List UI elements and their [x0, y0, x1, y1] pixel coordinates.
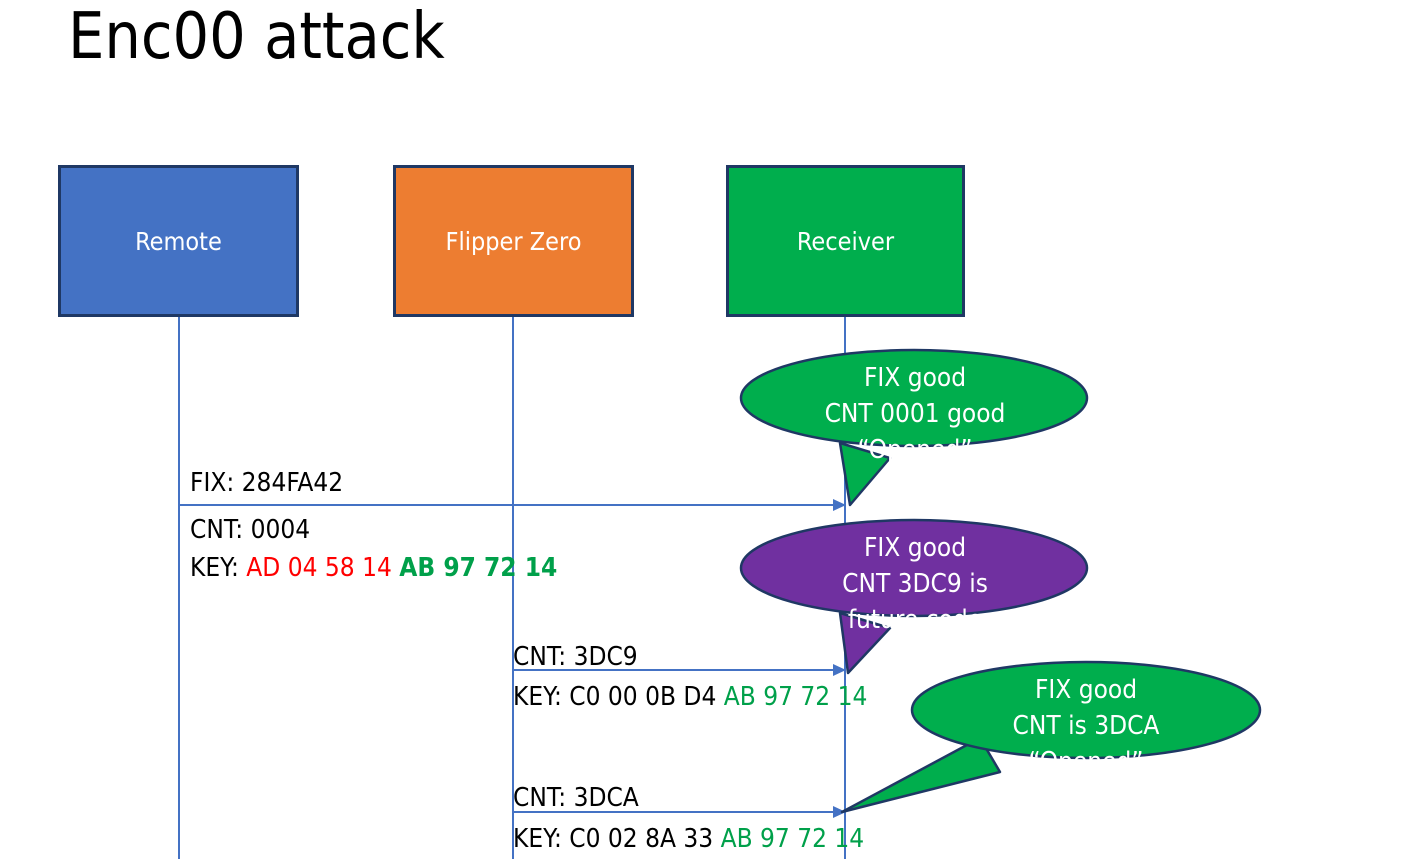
callout-bubble-1[interactable]: FIX good CNT 0001 good “Opened”: [739, 348, 1090, 508]
callout-3-line-1: FIX good: [1034, 675, 1138, 705]
actor-box-remote[interactable]: Remote: [58, 165, 299, 317]
callout-bubble-3[interactable]: FIX good CNT is 3DCA “Opened”: [840, 660, 1262, 825]
message-arrow-3: [513, 806, 846, 818]
page-title: Enc00 attack: [68, 0, 445, 74]
message-1-key-green: AB 97 72 14: [399, 553, 558, 583]
message-1-key-line: KEY: AD 04 58 14 AB 97 72 14: [190, 549, 557, 587]
callout-3-line-2: CNT is 3DCA: [1012, 711, 1160, 741]
message-3-key-line: KEY: C0 02 8A 33 AB 97 72 14: [513, 820, 864, 858]
callout-shape-3: [840, 660, 1262, 814]
callout-3-text: FIX good CNT is 3DCA “Opened”: [910, 672, 1262, 780]
callout-bubble-2[interactable]: FIX good CNT 3DC9 is future code: [739, 518, 1090, 678]
callout-1-text: FIX good CNT 0001 good “Opened”: [740, 360, 1090, 468]
callout-1-line-1: FIX good: [863, 363, 967, 393]
message-1-key-label: KEY:: [190, 553, 247, 583]
actor-label-remote: Remote: [135, 226, 222, 256]
callout-2-text: FIX good CNT 3DC9 is future code: [740, 530, 1090, 638]
lifeline-flipper-zero: [512, 317, 514, 859]
message-3-cnt-line: CNT: 3DCA: [513, 783, 639, 813]
callout-3-line-3: “Opened”: [1028, 747, 1144, 777]
message-2-key-line: KEY: C0 00 0B D4 AB 97 72 14: [513, 678, 867, 716]
message-2-cnt-line: CNT: 3DC9: [513, 642, 638, 672]
callout-2-line-1: FIX good: [863, 533, 967, 563]
message-2-key-green: AB 97 72 14: [723, 682, 868, 712]
callout-shape-1: [739, 348, 1089, 507]
callout-2-line-3: future code: [847, 605, 983, 635]
message-3-key-green: AB 97 72 14: [720, 824, 865, 854]
message-1-key-red: AD 04 58 14: [246, 553, 392, 583]
callout-2-line-2: CNT 3DC9 is: [842, 569, 988, 599]
callout-shape-2: [739, 518, 1089, 675]
message-1-fix-line: FIX: 284FA42: [190, 468, 344, 498]
actor-box-receiver[interactable]: Receiver: [726, 165, 965, 317]
actor-box-flipper-zero[interactable]: Flipper Zero: [393, 165, 634, 317]
actor-label-flipper-zero: Flipper Zero: [445, 226, 582, 256]
callout-1-line-2: CNT 0001 good: [824, 399, 1006, 429]
message-2-key-label: KEY: C0 00 0B D4: [513, 682, 724, 712]
message-1-cnt-line: CNT: 0004: [190, 515, 311, 545]
actor-label-receiver: Receiver: [796, 226, 895, 256]
message-3-key-label: KEY: C0 02 8A 33: [513, 824, 721, 854]
message-arrow-1: [179, 499, 846, 511]
callout-1-line-3: “Opened”: [857, 435, 973, 465]
message-arrow-2: [513, 664, 846, 676]
lifeline-remote: [178, 317, 180, 859]
